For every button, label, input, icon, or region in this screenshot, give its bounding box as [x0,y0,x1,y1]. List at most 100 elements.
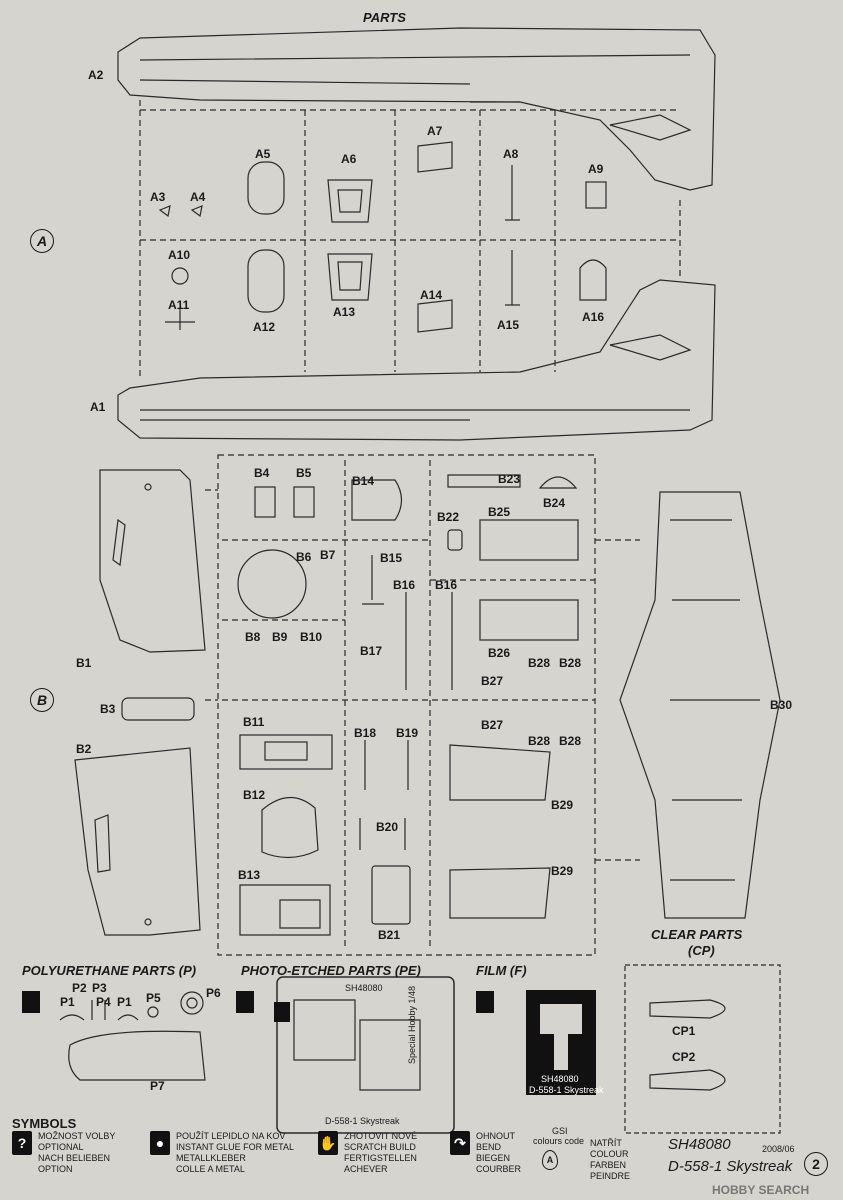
part-label: A9 [588,162,604,176]
part-label: P1 [117,995,132,1009]
part-label: B29 [551,798,574,812]
part-label: B22 [437,510,460,524]
sprue-a-tag: A [30,229,54,253]
part-label: B27 [481,718,504,732]
part-label: A13 [333,305,356,319]
symbol-line: COLOUR [590,1149,629,1159]
symbol-bend: ↷ OHNOUT BEND BIEGEN COURBER [450,1131,521,1175]
part-label: P6 [206,986,221,1000]
film-title: FILM (F) [476,963,527,978]
symbol-scratch-build: ✋ ZHOTOVIT NOVÉ SCRATCH BUILD FERTIGSTEL… [318,1131,417,1175]
symbol-line: NATŘÍT [590,1138,622,1148]
symbol-line: OPTIONAL [38,1142,84,1152]
part-label: A6 [341,152,357,166]
page-title: PARTS [363,10,406,25]
part-label: P4 [96,995,111,1009]
part-label: B28 [559,734,582,748]
part-label: A8 [503,147,519,161]
part-label: A15 [497,318,520,332]
film-code: SH48080 [541,1074,579,1084]
part-label: A16 [582,310,605,324]
part-label: B25 [488,505,511,519]
symbol-line: COURBER [476,1164,522,1174]
symbol-line: BEND [476,1142,502,1152]
part-label: B4 [254,466,270,480]
part-label: CP1 [672,1024,696,1038]
part-label: B26 [488,646,511,660]
symbol-optional: ? MOŽNOST VOLBY OPTIONAL NACH BELIEBEN O… [12,1131,115,1175]
part-label: P2 [72,981,87,995]
watermark: HOBBY SEARCH [712,1183,810,1197]
symbol-line: PEINDRE [590,1171,631,1181]
polyurethane-title: POLYURETHANE PARTS (P) [22,963,197,978]
part-label: B20 [376,820,399,834]
part-label: P1 [60,995,75,1009]
part-label: A4 [190,190,206,204]
part-label: B28 [528,734,551,748]
part-label: B30 [770,698,793,712]
part-label: CP2 [672,1050,696,1064]
symbol-line: COLLE A METAL [176,1164,245,1174]
symbol-line: ACHEVER [344,1164,388,1174]
bend-arrow-icon: ↷ [450,1131,470,1155]
symbol-line: POUŽÍT LEPIDLO NA KOV [176,1131,286,1141]
part-label: B16 [435,578,458,592]
symbol-line: SCRATCH BUILD [344,1142,416,1152]
part-label: A10 [168,248,191,262]
photo-etched-title: PHOTO-ETCHED PARTS (PE) [241,963,421,978]
symbol-line: NACH BELIEBEN [38,1153,111,1163]
part-label: B15 [380,551,403,565]
page-number: 2 [804,1152,828,1176]
part-label: B19 [396,726,419,740]
part-label: B7 [320,548,336,562]
part-label: P7 [150,1079,165,1093]
part-label: B28 [528,656,551,670]
symbol-line: MOŽNOST VOLBY [38,1131,116,1141]
clear-parts-title: CLEAR PARTS [651,927,743,942]
pe-fret-side: Special Hobby 1/48 [407,985,417,1064]
paint-drop-icon: A [542,1150,558,1170]
symbol-line: OPTION [38,1164,73,1174]
part-label: B10 [300,630,323,644]
part-label: A5 [255,147,271,161]
part-label: B16 [393,578,416,592]
symbols-title: SYMBOLS [12,1116,77,1131]
clear-parts-subtitle: (CP) [688,943,715,958]
part-a1-fuselage [117,279,716,441]
part-b30-stabilizer [619,491,781,919]
part-label: B18 [354,726,377,740]
part-label: B2 [76,742,92,756]
part-label: B27 [481,674,504,688]
part-label: B5 [296,466,312,480]
part-label: B9 [272,630,288,644]
issue-date: 2008/06 [762,1144,795,1154]
symbol-line: METALLKLEBER [176,1153,246,1163]
symbol-glue: ● POUŽÍT LEPIDLO NA KOV INSTANT GLUE FOR… [150,1131,294,1175]
film-name: D-558-1 Skystreak [529,1085,604,1095]
question-icon: ? [12,1131,32,1155]
pe-fret-code: SH48080 [345,983,383,993]
part-b1-wing [99,469,206,653]
kit-name: D-558-1 Skystreak [668,1158,793,1175]
part-label: B14 [352,474,375,488]
symbol-line: OHNOUT [476,1131,515,1141]
symbol-line: FERTIGSTELLEN [344,1153,417,1163]
symbol-line: BIEGEN [476,1153,511,1163]
part-label: A11 [168,298,190,312]
part-label: A2 [88,68,104,82]
part-label: B12 [243,788,266,802]
part-label: B11 [243,715,265,729]
part-label: B29 [551,864,574,878]
part-label: B24 [543,496,566,510]
part-label: A7 [427,124,443,138]
pe-fret-name: D-558-1 Skystreak [325,1116,400,1126]
part-label: B3 [100,702,116,716]
part-label: B8 [245,630,261,644]
hand-icon: ✋ [318,1131,338,1155]
part-label: P5 [146,991,161,1005]
symbol-line: FARBEN [590,1160,627,1170]
glue-drop-icon: ● [150,1131,170,1155]
colour-lines: NATŘÍT COLOUR FARBEN PEINDRE [590,1138,630,1182]
part-label: B6 [296,550,312,564]
